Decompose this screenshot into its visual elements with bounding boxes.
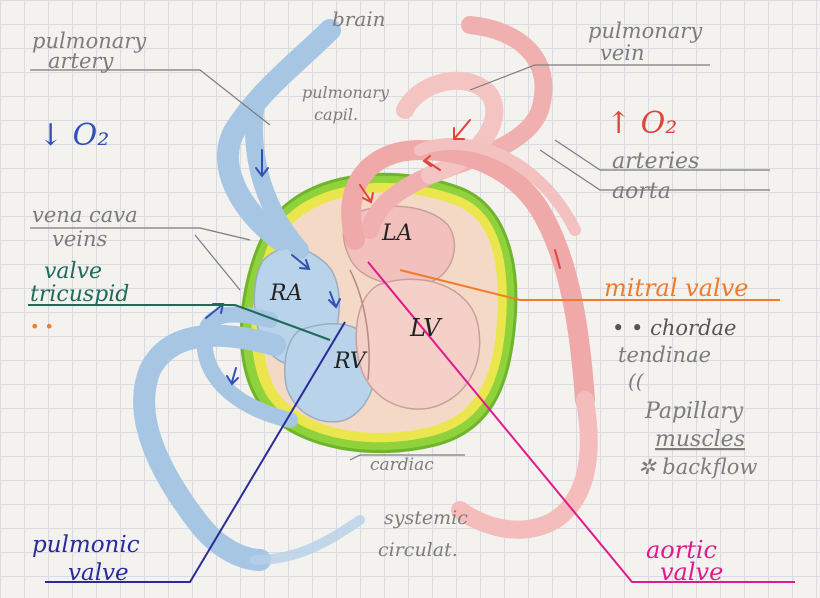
label-veins: veins (52, 227, 108, 251)
label-systemic-1: systemic (384, 507, 468, 529)
label-high-o2: ↑ O₂ (606, 106, 677, 141)
chamber-la: LA (381, 221, 413, 246)
chamber-lv: LV (409, 314, 443, 342)
label-aorta: aorta (612, 179, 671, 204)
label-tricuspid-dots: • • (30, 317, 54, 336)
label-pulmonic: pulmonic (32, 532, 140, 558)
label-tendinae: tendinae (618, 343, 711, 367)
label-systemic-2: circulat. (378, 539, 458, 561)
label-brain: brain (332, 7, 386, 31)
label-pulmonary-artery-2: artery (48, 49, 114, 73)
label-pulmonary-vein-1: pulmonary (588, 19, 703, 43)
chamber-rv: RV (333, 349, 368, 374)
label-backflow: ✲ backflow (638, 455, 757, 479)
label-valve: valve (44, 259, 102, 284)
label-pulmonary-capil-2: capil. (314, 105, 358, 124)
label-aortic-valve: valve (660, 558, 723, 586)
chamber-ra: RA (269, 281, 302, 306)
label-mitral-valve: mitral valve (604, 274, 748, 302)
label-vena-cava: vena cava (32, 203, 138, 227)
left-ventricle-region (356, 279, 479, 409)
label-arteries: arteries (612, 149, 699, 174)
label-pulmonary-vein-2: vein (600, 41, 645, 65)
systemic-blue-return (255, 520, 360, 560)
label-tricuspid: tricuspid (30, 282, 129, 307)
label-papillary: Papillary (644, 399, 744, 424)
label-low-o2: ↓ O₂ (38, 118, 109, 153)
label-muscles: muscles (655, 427, 745, 452)
label-quote-mark: (( (628, 369, 645, 393)
label-pulmonic-valve: valve (68, 560, 129, 586)
label-chordae: • • chordae (612, 316, 736, 340)
label-pulmonary-capil-1: pulmonary (302, 83, 390, 102)
label-cardiac: cardiac (370, 455, 434, 475)
